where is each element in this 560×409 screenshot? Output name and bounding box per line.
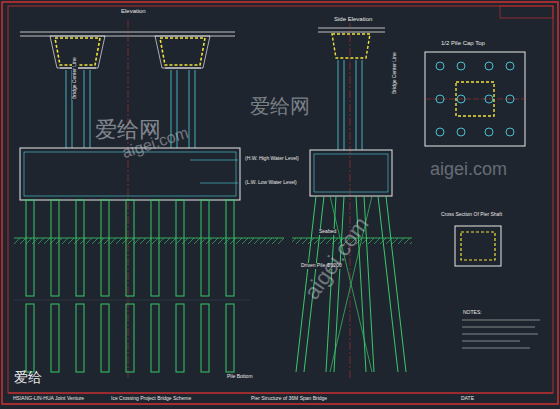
view-label: Bridge Center Line xyxy=(392,51,398,95)
view-label: Bridge Center Line xyxy=(72,56,78,100)
watermark: 爱给 xyxy=(14,370,42,385)
view-label: Side Elevation xyxy=(333,16,373,23)
view-label: Pier Structure of 36M Span Bridge xyxy=(250,396,328,402)
view-label: (H.W. High Water Level) xyxy=(244,156,300,162)
view-label: Ice Crossing Project Bridge Scheme xyxy=(110,396,192,402)
view-label: 1/2 Pile Cap Top xyxy=(440,40,486,47)
view-label: Pile Bottom xyxy=(226,374,254,380)
watermark: 爱给网 xyxy=(250,95,310,117)
view-label: Cross Section Of Pier Shaft xyxy=(440,212,503,218)
view-label: Seabed xyxy=(318,229,337,235)
view-label: (L.W. Low Water Level) xyxy=(244,180,298,186)
view-label: HSIANG-LIN-HUA Joint Venture xyxy=(12,396,85,402)
view-label: Elevation xyxy=(120,8,147,15)
watermark: aigei.com xyxy=(430,160,507,180)
view-label: DATE xyxy=(460,396,475,402)
view-label: NOTES: xyxy=(462,310,483,316)
watermark: aigei.com xyxy=(300,213,374,304)
